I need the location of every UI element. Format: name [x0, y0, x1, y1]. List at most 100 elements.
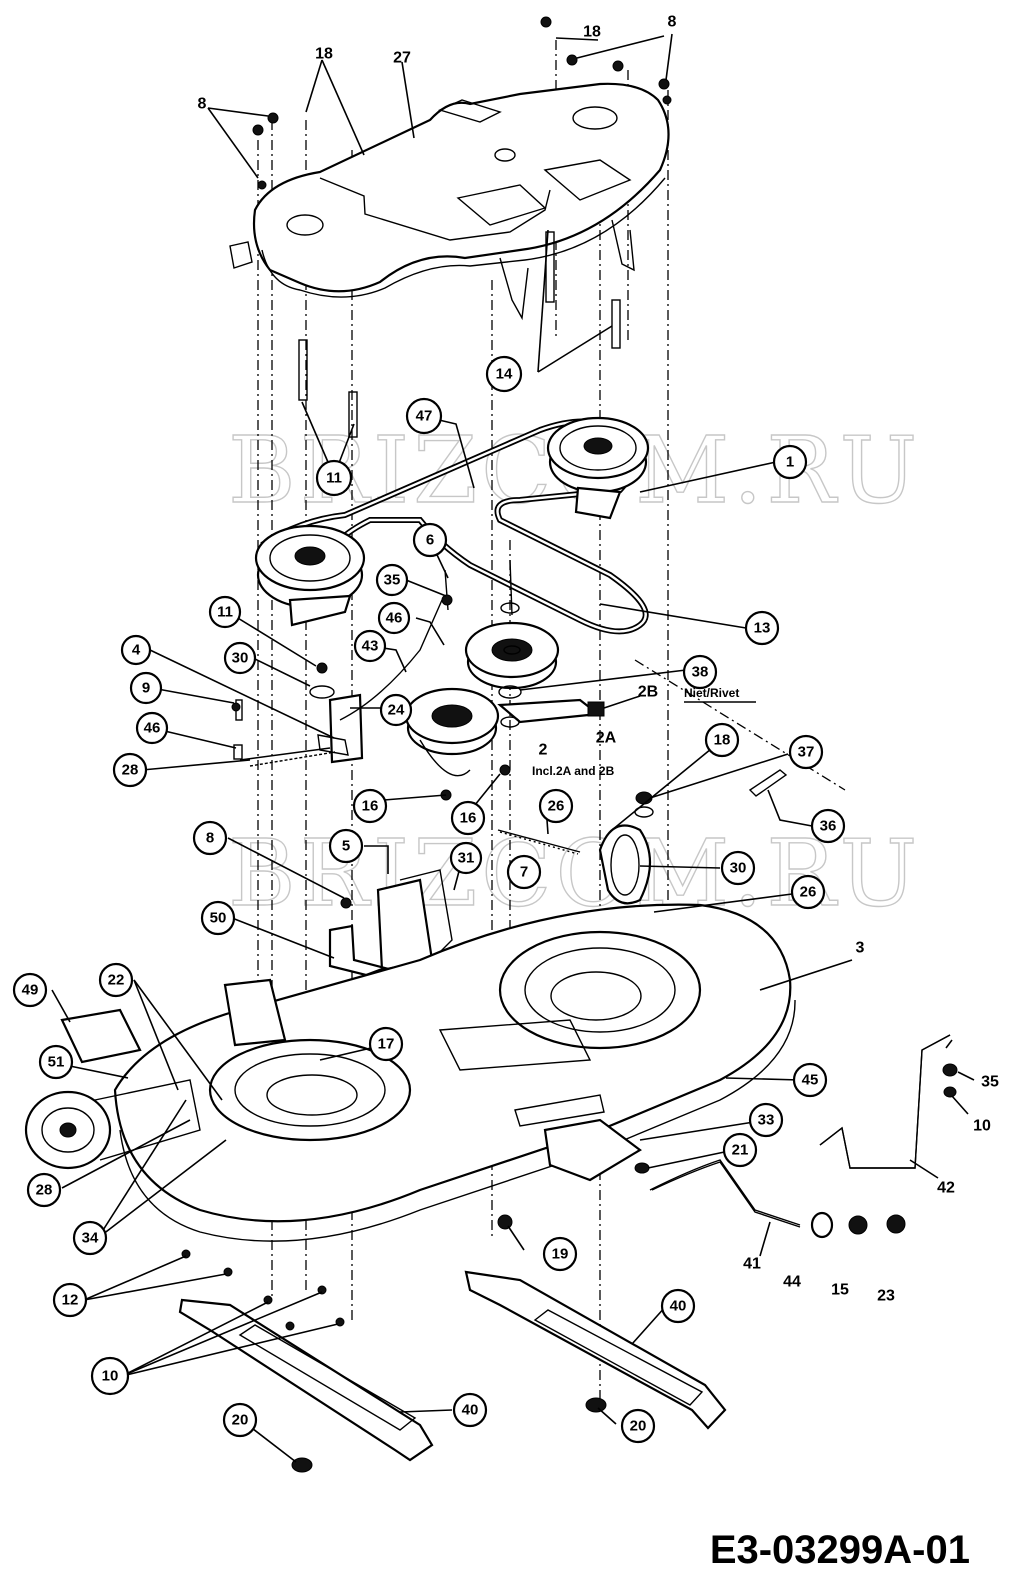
svg-text:14: 14	[496, 366, 513, 383]
label-15: 15	[831, 1282, 849, 1299]
svg-text:16: 16	[362, 798, 379, 815]
svg-text:21: 21	[732, 1142, 749, 1159]
svg-text:28: 28	[122, 762, 139, 779]
svg-text:16: 16	[460, 810, 477, 827]
belt-cover-part	[229, 82, 670, 321]
bracket-50-part	[328, 924, 389, 977]
tension-spring-part	[497, 829, 581, 855]
callout-40-right: 40	[660, 1288, 696, 1324]
svg-text:6: 6	[426, 532, 434, 549]
label-41: 41	[743, 1256, 761, 1273]
rod-42-part	[819, 1034, 951, 1169]
callout-16-left: 16	[352, 788, 388, 824]
svg-text:45: 45	[802, 1072, 819, 1089]
svg-text:38: 38	[692, 664, 709, 681]
lift-bracket-part	[543, 1118, 801, 1228]
callout-6: 6	[412, 522, 448, 558]
svg-text:4: 4	[132, 642, 141, 659]
label-18-left: 18	[315, 46, 333, 63]
callout-7: 7	[506, 854, 542, 890]
idler-pulley-lower-part	[404, 687, 500, 777]
blade-left-part	[178, 1298, 434, 1462]
svg-text:35: 35	[384, 572, 401, 589]
svg-text:49: 49	[22, 982, 39, 999]
label-3: 3	[856, 940, 865, 957]
callout-20-right: 20	[620, 1408, 656, 1444]
callout-9: 9	[129, 671, 163, 705]
svg-text:30: 30	[232, 650, 249, 667]
callout-51: 51	[38, 1044, 74, 1080]
label-2a: 2A	[596, 730, 617, 747]
svg-text:31: 31	[458, 850, 475, 867]
svg-text:13: 13	[754, 620, 771, 637]
label-35: 35	[981, 1074, 999, 1091]
callout-20-left: 20	[222, 1402, 258, 1438]
callout-37: 37	[788, 734, 824, 770]
svg-text:43: 43	[362, 638, 379, 655]
svg-text:24: 24	[388, 702, 405, 719]
svg-text:19: 19	[552, 1246, 569, 1263]
label-8-left: 8	[198, 96, 207, 113]
callout-28-upper: 28	[112, 752, 148, 788]
svg-text:18: 18	[714, 732, 731, 749]
blade-right-part	[464, 1270, 727, 1430]
callout-19: 19	[542, 1236, 578, 1272]
svg-text:17: 17	[378, 1036, 395, 1053]
note-niet-rivet: Niet/Rivet	[684, 686, 739, 700]
svg-text:37: 37	[798, 744, 815, 761]
callout-10: 10	[90, 1356, 130, 1396]
svg-text:9: 9	[142, 680, 150, 697]
label-10: 10	[973, 1118, 991, 1135]
callout-46-upper: 46	[377, 601, 411, 635]
svg-text:51: 51	[48, 1054, 65, 1071]
svg-text:5: 5	[342, 838, 350, 855]
callout-26-right: 26	[790, 874, 826, 910]
idler-pulley-upper-part	[464, 621, 560, 690]
svg-text:10: 10	[102, 1368, 119, 1385]
svg-text:11: 11	[217, 604, 233, 621]
svg-text:11: 11	[326, 470, 342, 487]
svg-text:46: 46	[144, 720, 161, 737]
deck-wheel-part	[24, 1079, 201, 1170]
svg-text:33: 33	[758, 1112, 775, 1129]
svg-text:26: 26	[548, 798, 565, 815]
svg-text:7: 7	[520, 864, 528, 881]
svg-text:22: 22	[108, 972, 125, 989]
callout-26-upper: 26	[538, 788, 574, 824]
label-27: 27	[393, 50, 411, 67]
label-44: 44	[783, 1274, 801, 1291]
callout-34: 34	[72, 1220, 108, 1256]
note-incl-2a-2b: Incl.2A and 2B	[532, 764, 615, 778]
svg-text:20: 20	[630, 1418, 647, 1435]
label-2: 2	[539, 742, 548, 759]
svg-text:12: 12	[62, 1292, 79, 1309]
callout-11-lower: 11	[315, 459, 353, 497]
svg-text:1: 1	[786, 454, 794, 471]
callout-28-lower: 28	[26, 1172, 62, 1208]
svg-text:50: 50	[210, 910, 227, 927]
svg-text:28: 28	[36, 1182, 53, 1199]
callout-4: 4	[120, 634, 152, 666]
svg-text:34: 34	[82, 1230, 99, 1247]
svg-text:47: 47	[416, 408, 433, 425]
callout-1: 1	[772, 444, 808, 480]
callout-49: 49	[12, 972, 48, 1008]
blade-nuts-part	[291, 1214, 607, 1473]
callout-14: 14	[485, 355, 523, 393]
deck-bracket-49-part	[60, 1008, 142, 1064]
hardware-44-15-23-part	[810, 1063, 958, 1239]
callout-46-lower: 46	[135, 711, 169, 745]
callout-40-left: 40	[452, 1392, 488, 1428]
callout-12: 12	[52, 1282, 88, 1318]
svg-text:40: 40	[670, 1298, 687, 1315]
svg-text:36: 36	[820, 818, 837, 835]
small-hardware	[181, 594, 522, 1331]
cover-screws	[252, 16, 672, 438]
svg-text:30: 30	[730, 860, 747, 877]
callout-35: 35	[375, 563, 409, 597]
svg-text:26: 26	[800, 884, 817, 901]
callout-43: 43	[353, 629, 387, 663]
label-8-right: 8	[668, 14, 677, 31]
spindle-pulley-right-part	[546, 416, 650, 520]
